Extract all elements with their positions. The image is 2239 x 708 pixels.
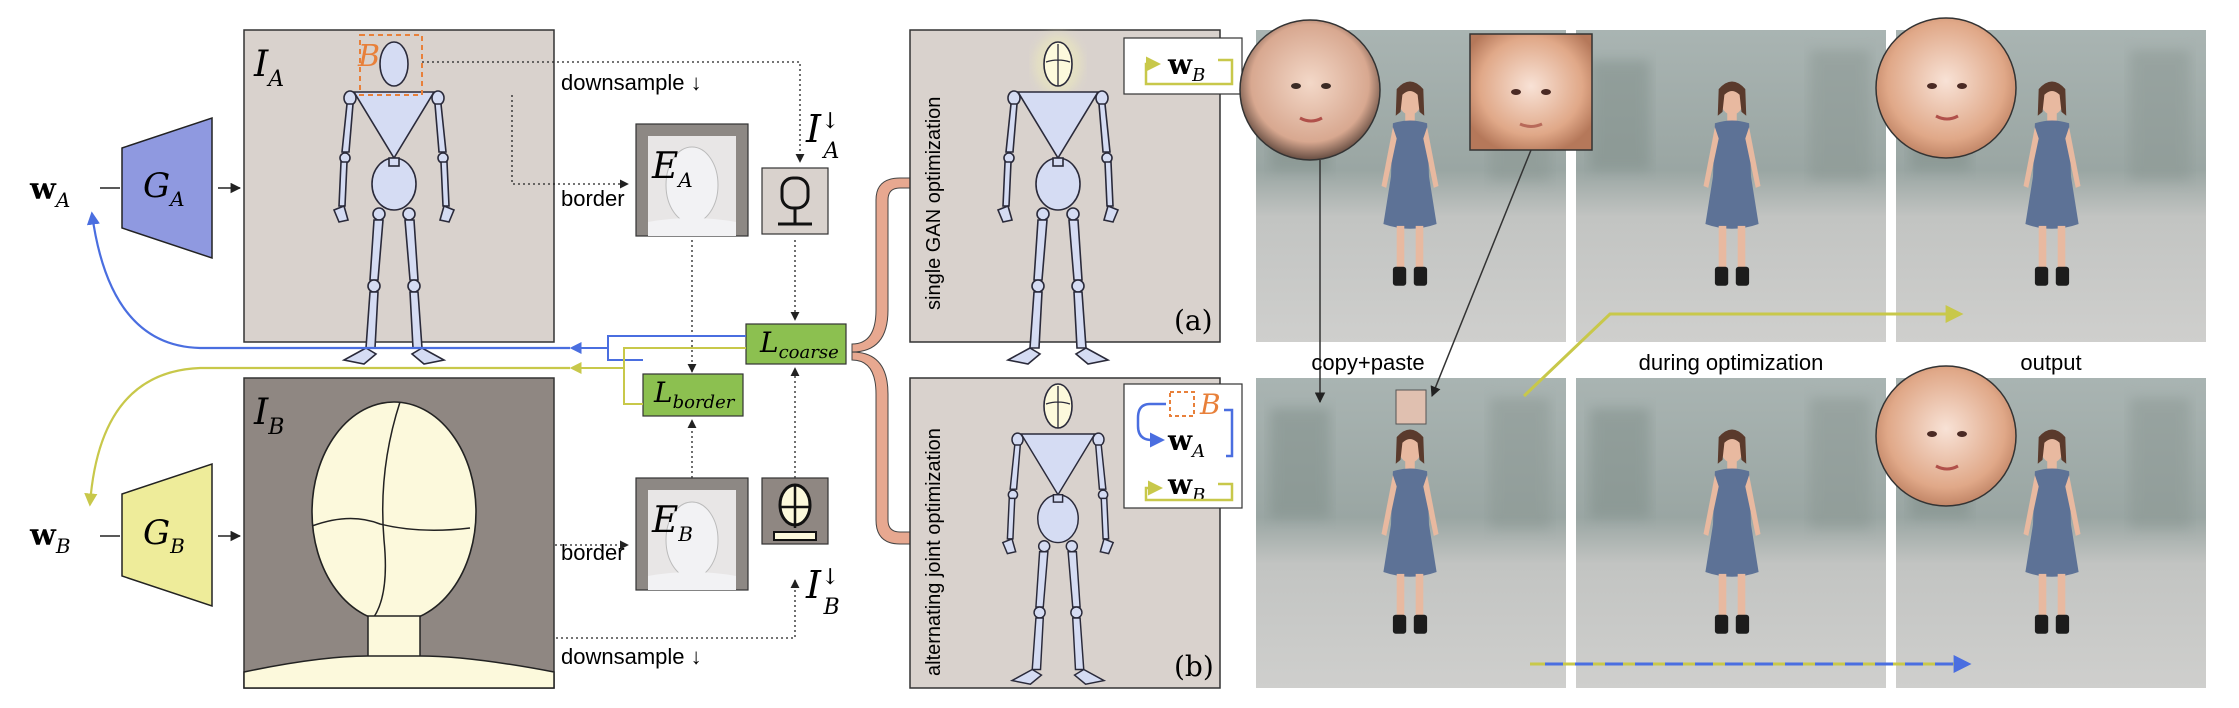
blue-gradient-curve (86, 211, 570, 350)
label-box-B: B (357, 39, 380, 74)
image-IB-panel (243, 377, 555, 689)
label-EA: EA (651, 146, 693, 192)
border-bottom-label: border (561, 540, 625, 565)
panel-a-title: single GAN optimization (923, 97, 945, 310)
panel-a-legend-loop (1144, 56, 1234, 86)
mask-EA (635, 123, 749, 237)
loss-border-label: Lborder (653, 376, 736, 413)
target-face-arrow (1430, 149, 1532, 397)
panel-a-tag: (a) (1174, 304, 1213, 337)
mask-EB (635, 477, 749, 591)
photo-r1c2 (1576, 30, 1886, 342)
label-IB: IB (253, 392, 284, 440)
downsample-path-top (422, 61, 805, 163)
panel-b-legend-yellow-loop (1144, 480, 1234, 502)
border-top-label: border (561, 186, 625, 211)
label-GA: GA (143, 166, 185, 211)
generator-GB (121, 462, 213, 608)
loss-coarse-box (745, 323, 847, 365)
panel-b-title: alternating joint optimization (923, 428, 945, 676)
panel-b-legend-blue-loop (1136, 402, 1166, 448)
label-during: during optimization (1639, 350, 1824, 375)
panel-b-legend-blue-right (1224, 408, 1234, 458)
thumb-IB-down (761, 477, 829, 545)
label-wB: wB (29, 518, 71, 558)
downsample-bottom-label: downsample ↓ (561, 644, 702, 669)
bounding-box-B (359, 34, 423, 96)
photo-grid (1239, 17, 2206, 688)
downsample-top-label: downsample ↓ (561, 70, 702, 95)
loss-border-box (642, 373, 744, 417)
yellow-gradient-curve (84, 366, 570, 507)
thumb-IA-down (761, 167, 829, 235)
label-IA: IA (253, 44, 284, 92)
photo-r2c1 (1256, 378, 1566, 688)
panel-b-legend-bbox (1169, 391, 1195, 417)
face-crop-target (1469, 33, 1593, 151)
label-copy-paste: copy+paste (1311, 350, 1424, 375)
face-circle-output-top (1875, 17, 2017, 159)
panel-a-legend-label: wB (1167, 48, 1205, 86)
panel-b-legend-B: B (1199, 388, 1221, 421)
photo-r2c2 (1576, 378, 1886, 688)
label-EB: EB (651, 500, 693, 546)
panel-a-head-lines (1045, 44, 1071, 86)
stick-figure-A-head (379, 41, 409, 87)
border-path-top (511, 95, 629, 189)
panel-b-legend-wA: wA (1167, 424, 1205, 462)
label-wA: wA (29, 172, 70, 212)
face-circle-source (1239, 19, 1381, 161)
yellow-progress-arrow (1522, 305, 1964, 398)
label-IB-down: I↓B (805, 563, 840, 620)
face-circle-output-bottom (1875, 365, 2017, 507)
yellow-loss-connector-a (623, 347, 746, 372)
label-IA-down: I↓A (805, 107, 839, 164)
loss-coarse-label: Lcoarse (759, 326, 839, 363)
yellow-loss-arrow (569, 362, 643, 405)
label-GB: GB (143, 513, 185, 558)
panel-b-tag: (b) (1174, 650, 1214, 683)
generator-GA (121, 116, 213, 260)
label-output: output (2020, 350, 2081, 375)
panel-b-head-lines (1045, 386, 1071, 428)
